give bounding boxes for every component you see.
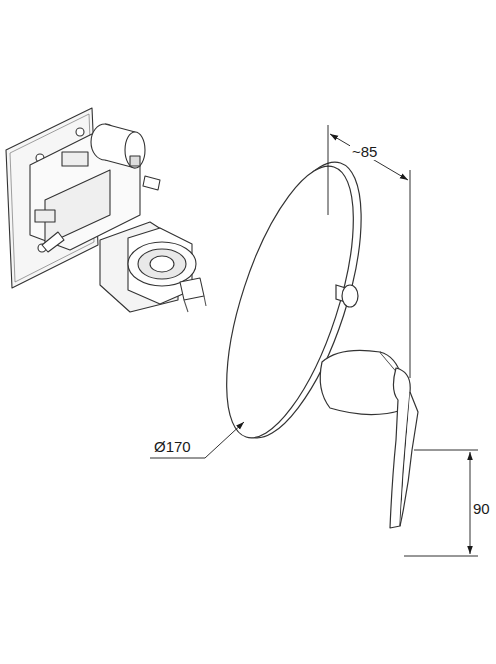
- valve-body: [6, 108, 206, 312]
- dimension-diameter: Ø170: [152, 438, 193, 455]
- diverter-button: [336, 285, 358, 307]
- dimension-depth: ~85: [350, 143, 379, 160]
- lever-handle: [320, 350, 418, 528]
- dimension-lines: [150, 125, 478, 556]
- dimension-height: 90: [471, 500, 492, 517]
